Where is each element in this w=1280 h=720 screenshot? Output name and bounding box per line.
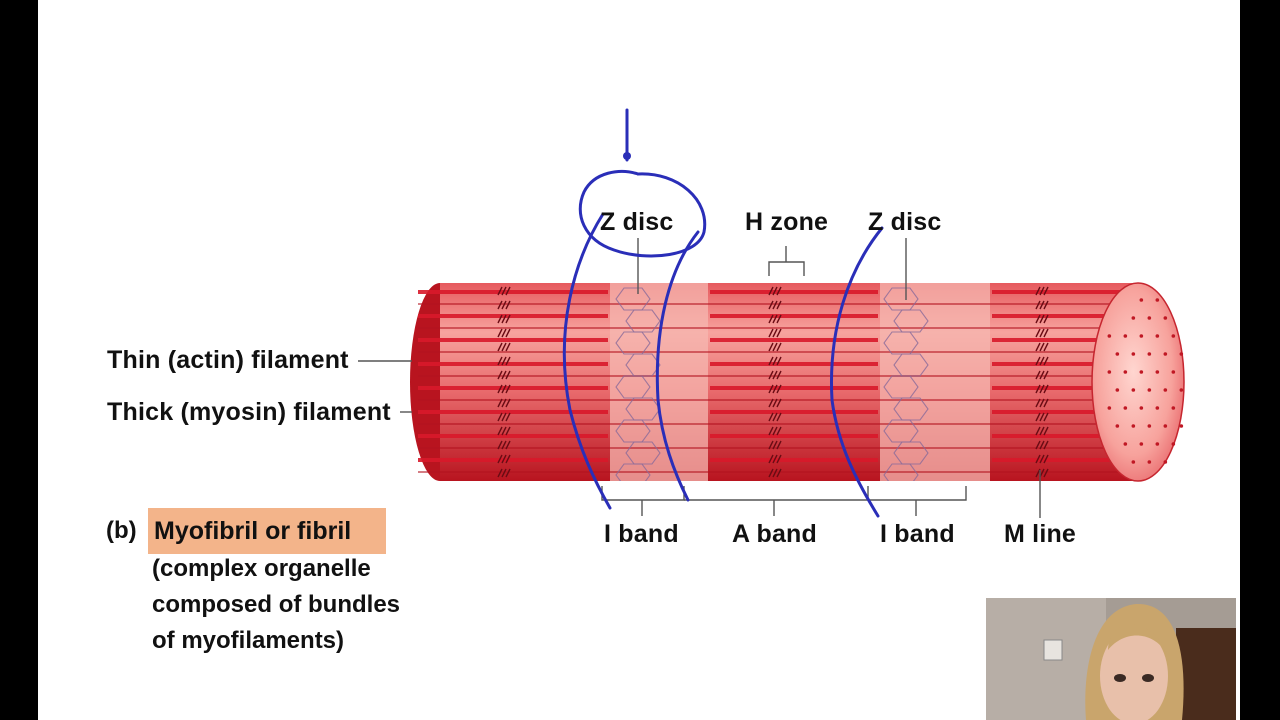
z-disc-right-label: Z disc bbox=[868, 208, 942, 236]
a-band-label: A band bbox=[732, 520, 817, 548]
h-zone-label: H zone bbox=[745, 208, 829, 236]
m-line-hatches bbox=[497, 286, 1049, 478]
presenter-webcam bbox=[986, 598, 1236, 720]
m-line-label: M line bbox=[1004, 520, 1077, 548]
title-highlight bbox=[148, 508, 386, 554]
annotation-dot bbox=[623, 152, 631, 160]
z-disc-left-label: Z disc bbox=[600, 208, 674, 236]
z-disc-hexagons bbox=[615, 287, 929, 481]
caption-line-3: of myofilaments) bbox=[152, 627, 345, 654]
caption-title: Myofibril or fibril bbox=[154, 517, 352, 545]
cut-end-dots bbox=[1107, 298, 1184, 464]
i-band-left-label: I band bbox=[604, 520, 679, 548]
myofibril-diagram bbox=[358, 108, 1185, 518]
thin-filament-label: Thin (actin) filament bbox=[107, 346, 349, 374]
myofibril-body bbox=[410, 283, 1138, 481]
thick-filament-label: Thick (myosin) filament bbox=[107, 398, 391, 426]
webcam-feed bbox=[986, 598, 1236, 720]
caption-line-2: composed of bundles bbox=[152, 591, 401, 618]
myofibril-cut-end bbox=[1091, 282, 1185, 482]
caption-part-letter: (b) bbox=[106, 517, 137, 544]
caption-line-1: (complex organelle bbox=[152, 555, 371, 582]
handwritten-annotations bbox=[562, 108, 884, 518]
i-band-right-label: I band bbox=[880, 520, 955, 548]
slide: Z disc H zone Z disc Thin (actin) filame… bbox=[38, 0, 1240, 720]
filaments bbox=[418, 290, 1138, 473]
